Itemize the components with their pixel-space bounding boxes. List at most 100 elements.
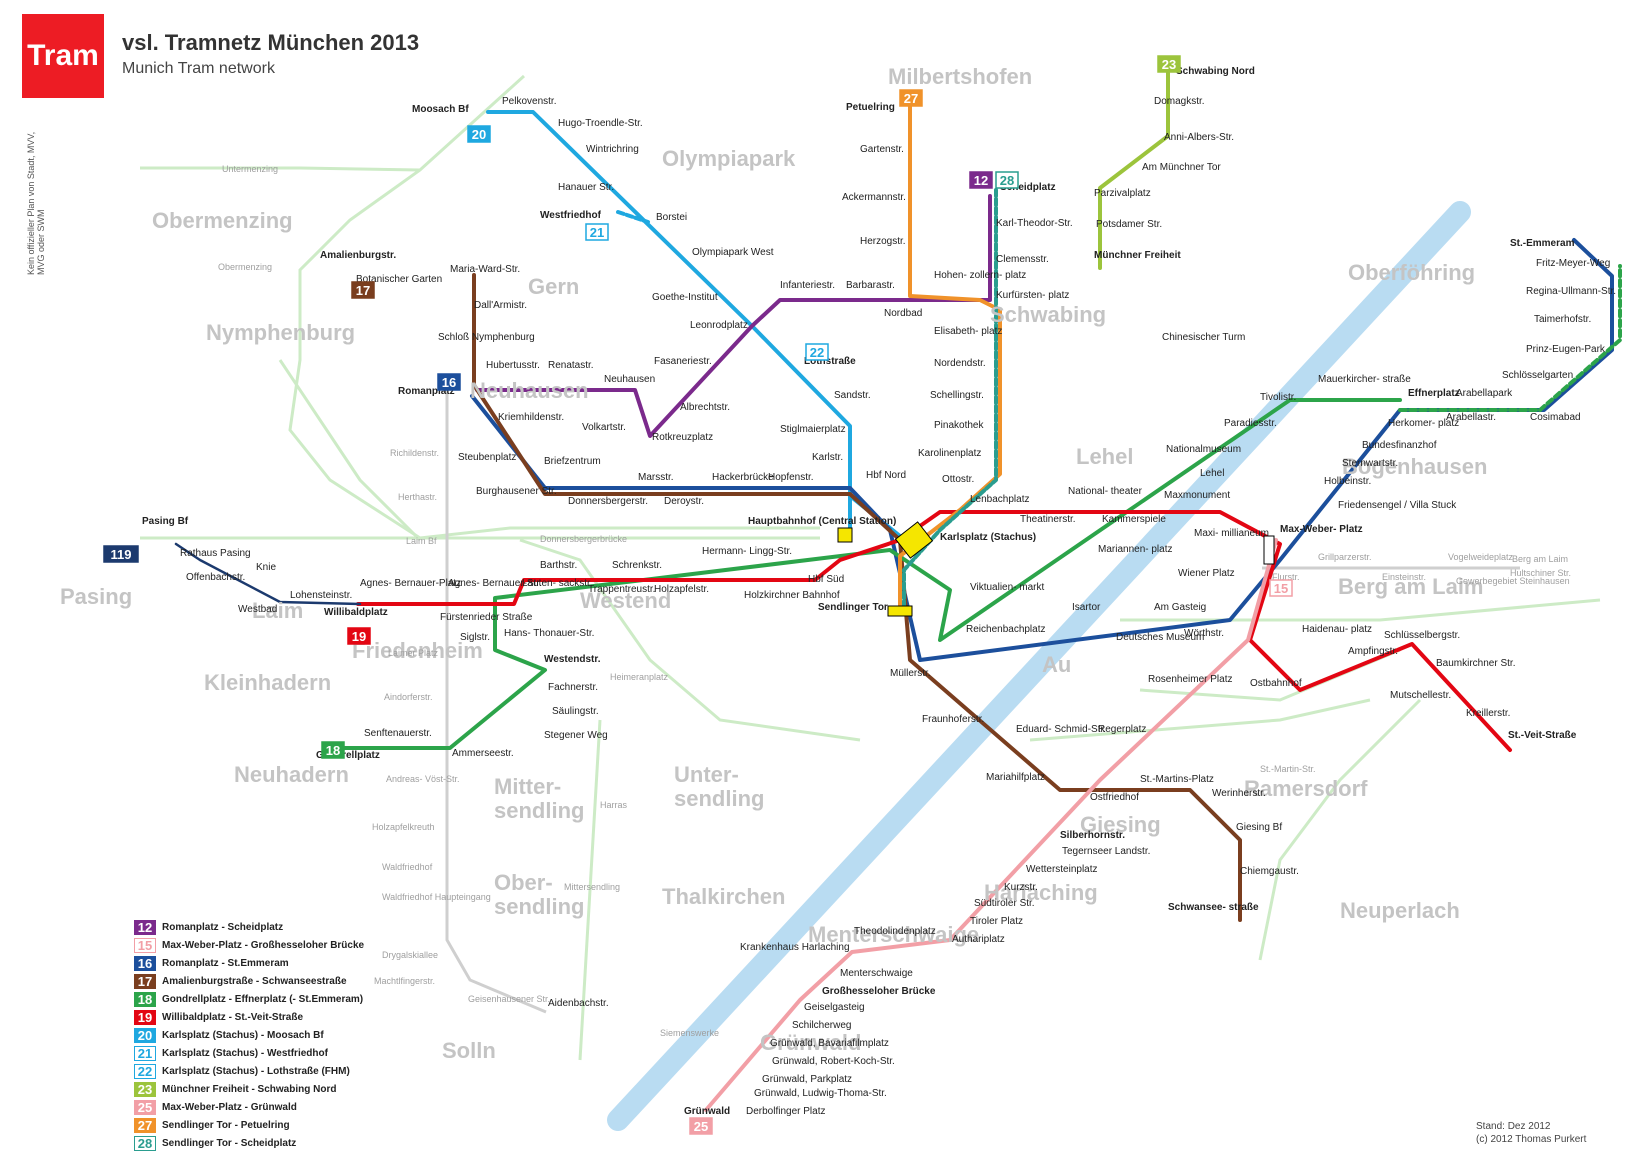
district-label: Milbertshofen (888, 64, 1032, 89)
line-badge-label: 25 (694, 1119, 708, 1134)
station-label: Fasaneriestr. (654, 356, 712, 367)
rail-station-label: Heimeranplatz (610, 672, 669, 682)
station-label: Paradiesstr. (1224, 418, 1277, 429)
station-label: Hbf Nord (866, 470, 906, 481)
station-label: Derbolfinger Platz (746, 1106, 825, 1117)
station-label: Taimerhofstr. (1534, 314, 1591, 325)
station-label: Agnes- Bernauer-Platz (360, 578, 461, 589)
station-label: Münchner Freiheit (1094, 250, 1181, 261)
station-label: Lothstraße (804, 356, 856, 367)
station-label: Aidenbachstr. (548, 998, 609, 1009)
station-label: Arabellastr. (1446, 412, 1496, 423)
line-badge (585, 223, 609, 241)
district-label: Oberföhring (1348, 260, 1475, 285)
district-label: Menterschwaige (808, 922, 979, 947)
line-badge (689, 1117, 713, 1135)
station-label: Hans- Thonauer-Str. (504, 628, 594, 639)
station-label: Nationalmuseum (1166, 444, 1241, 455)
station-label: Karlsplatz (Stachus) (940, 532, 1036, 543)
station-label: Hopfenstr. (768, 472, 814, 483)
line-badge (467, 125, 491, 143)
district-label: Schwabing (990, 302, 1106, 327)
station-label: Kreillerstr. (1466, 708, 1510, 719)
station-label: Senftenauerstr. (364, 728, 432, 739)
station-label: Hohen- zollern- platz (934, 270, 1026, 281)
station-label: Krankenhaus Harlaching (740, 942, 850, 953)
station-label: Isartor (1072, 602, 1101, 613)
rail-station-label: Geisenhausener Str. (468, 994, 550, 1004)
line-badge-label: 15 (1274, 581, 1288, 596)
station-label: Holbeinstr. (1324, 476, 1371, 487)
line-18-ext (1398, 264, 1622, 412)
station-label: Ackermannstr. (842, 192, 906, 203)
station-label: Grünwald (684, 1106, 730, 1117)
sendlinger-tor-hub (887, 605, 913, 617)
district-label: Laim (252, 598, 303, 623)
rail-station-label: Grillparzerstr. (1318, 552, 1372, 562)
line-badge (1269, 579, 1293, 597)
station-label: Fritz-Meyer-Weg (1536, 258, 1610, 269)
line-15-25 (704, 538, 1278, 1112)
station-label: Stiglmaierplatz (780, 424, 846, 435)
station-label: Deroystr. (664, 496, 704, 507)
rail-station-label: Siemenswerke (660, 1028, 719, 1038)
station-label: Säulingstr. (552, 706, 599, 717)
rail-station-label: Herthastr. (398, 492, 437, 502)
district-label: Grünwald (760, 1030, 861, 1055)
station-label: Werinherstr. (1212, 788, 1266, 799)
station-label: Schwansee- straße (1168, 902, 1259, 913)
station-label: Hermann- Lingg-Str. (702, 546, 792, 557)
station-label: Mutschellestr. (1390, 690, 1451, 701)
legend-route: Gondrellplatz - Effnerplatz (- St.Emmera… (162, 993, 364, 1005)
station-label: Mauerkircher- straße (1318, 374, 1411, 385)
station-label: Schrenkstr. (612, 560, 662, 571)
station-label: Giesing Bf (1236, 822, 1282, 833)
district-label: Friedenheim (352, 638, 483, 663)
district-label: Harlaching (984, 880, 1098, 905)
legend-route: Romanplatz - Scheidplatz (162, 921, 284, 933)
rail-station-label: Mittersendling (564, 882, 620, 892)
station-label: Arabellapark (1456, 388, 1513, 399)
station-label: Barthstr. (540, 560, 577, 571)
district-label: sendling (494, 798, 584, 823)
station-label: Sendlinger Tor (818, 602, 888, 613)
line-badge-label: 18 (326, 743, 340, 758)
station-label: Mariahilfplatz (986, 772, 1045, 783)
district-label: Obermenzing (152, 208, 293, 233)
rail-station-label: Holzapfelkreuth (372, 822, 435, 832)
station-label: Grünwald, Robert-Koch-Str. (772, 1056, 895, 1067)
station-label: Hbf Süd (808, 574, 844, 585)
legend-line-number: 18 (134, 991, 156, 1007)
station-label: Tiroler Platz (970, 916, 1023, 927)
line-badge-label: 28 (1000, 173, 1014, 188)
station-label: Fraunhoferstr. (922, 714, 984, 725)
station-label: Großhesseloher Brücke (822, 986, 936, 997)
station-label: Viktualien- markt (970, 582, 1045, 593)
station-label: Max-Weber- Platz (1280, 524, 1363, 535)
station-label: Neuhausen (604, 374, 655, 385)
station-label: Parzivalplatz (1094, 188, 1151, 199)
station-label: St.-Emmeram (1510, 238, 1575, 249)
line-badge (103, 545, 139, 563)
station-label: Clemensstr. (996, 254, 1049, 265)
station-labels: Moosach BfPelkovenstr.Hugo-Troendle-Str.… (142, 66, 1616, 1117)
legend-route: Karlsplatz (Stachus) - Moosach Bf (162, 1029, 324, 1041)
station-label: Mariannen- platz (1098, 544, 1172, 555)
rail-station-label: Andreas- Vöst-Str. (386, 774, 460, 784)
station-label: Agnes- Bernauer-Str. (448, 578, 542, 589)
station-label: Domagkstr. (1154, 96, 1205, 107)
station-label: Eduard- Schmid-Str. (1016, 724, 1106, 735)
line-badge (995, 171, 1019, 189)
station-label: Cosimabad (1530, 412, 1581, 423)
district-label: Au (1042, 652, 1071, 677)
district-labels: MilbertshofenOlympiaparkObermenzingGernN… (60, 64, 1487, 1063)
station-label: Ammerseestr. (452, 748, 514, 759)
